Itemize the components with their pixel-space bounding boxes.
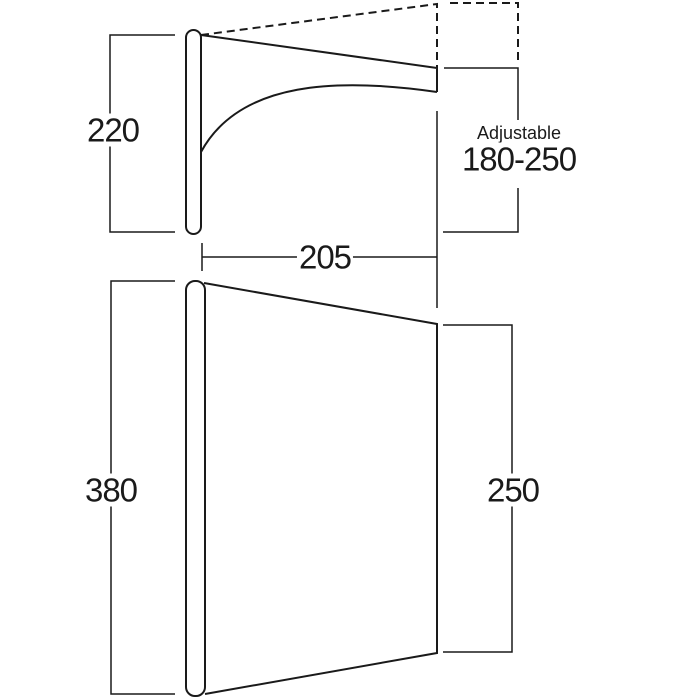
side-arm-curve xyxy=(200,84,438,153)
side-shade-top-edge xyxy=(200,34,438,92)
front-view xyxy=(110,280,513,697)
shade-height-label: 250 xyxy=(486,471,540,509)
front-shade-outline xyxy=(203,282,438,695)
side-wall-plate xyxy=(185,29,202,235)
side-height-label: 220 xyxy=(86,111,140,149)
front-height-label: 380 xyxy=(84,471,138,509)
projection-label: 205 xyxy=(296,238,354,276)
adjustable-label: Adjustable xyxy=(476,123,562,143)
front-wall-plate xyxy=(185,280,206,697)
adjustable-range-dim-dashed xyxy=(450,2,519,62)
adjustable-range-label: 180-250 xyxy=(461,140,577,178)
adjustable-range-dim-line xyxy=(443,67,519,233)
side-view xyxy=(109,2,519,308)
adjusted-position-outline xyxy=(200,2,438,68)
